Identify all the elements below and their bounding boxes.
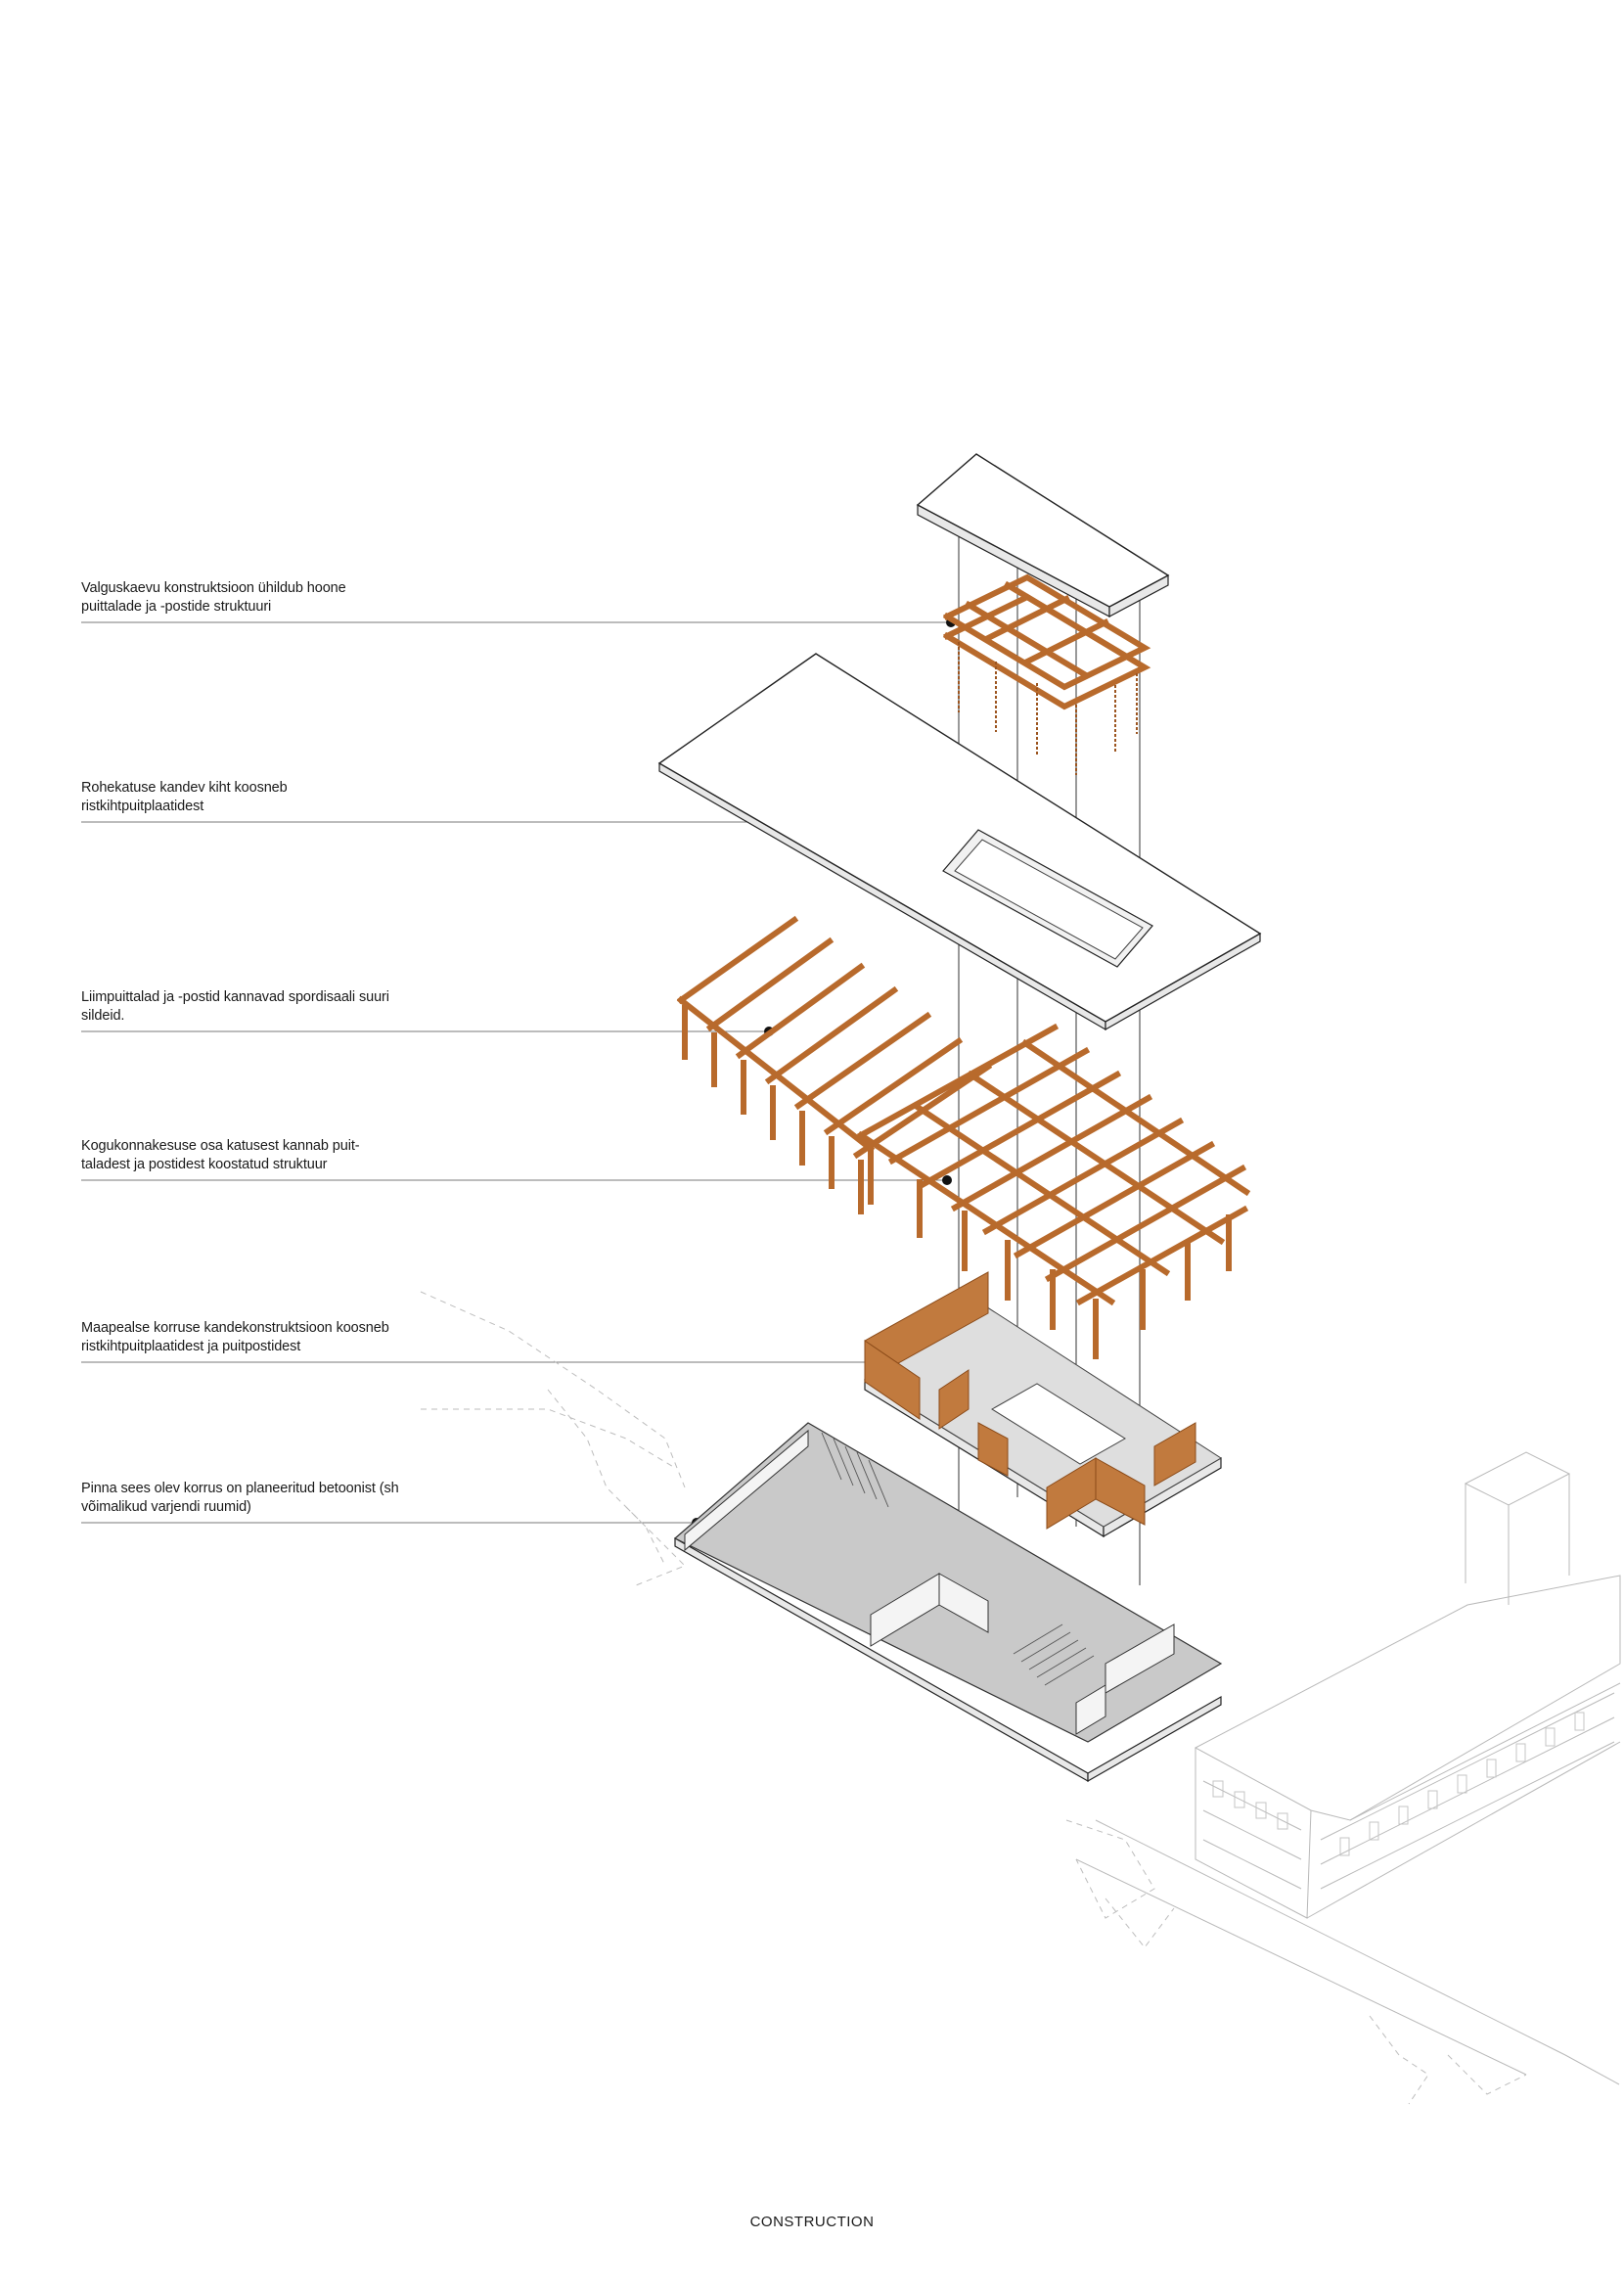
annotation-line: võimalikud varjendi ruumid)	[81, 1499, 251, 1515]
annotation-line: ristkihtpuitplaatidest	[81, 799, 204, 814]
annotation-glulam-beams: Liimpuittalad ja -postid kannavad spordi…	[81, 988, 433, 1026]
light-well-timber-frame	[942, 573, 1151, 775]
annotation-ground-floor: Maapealse korruse kandekonstruktsioon ko…	[81, 1319, 433, 1356]
annotation-line: Kogukonnakesuse osa katusest kannab puit…	[81, 1138, 360, 1154]
stairs	[821, 1432, 1095, 1686]
glulam-beams	[676, 915, 993, 1214]
annotation-community-roof: Kogukonnakesuse osa katusest kannab puit…	[81, 1137, 433, 1174]
annotation-line: Rohekatuse kandev kiht koosneb	[81, 780, 288, 796]
context-terrain	[420, 1291, 1620, 2105]
community-roof-timber-grid	[856, 1023, 1251, 1359]
underground-rooms	[870, 1573, 1175, 1735]
page-caption: CONSTRUCTION	[749, 2214, 875, 2230]
clt-walls	[864, 1271, 1196, 1530]
annotation-line: taladest ja postidest koostatud struktuu…	[81, 1157, 328, 1172]
annotation-line: Liimpuittalad ja -postid kannavad spordi…	[81, 989, 389, 1005]
annotation-light-well: Valguskaevu konstruktsioon ühildub hoone…	[81, 579, 433, 617]
green-roof-clt-plate	[657, 653, 1262, 1031]
annotation-line: puittalade ja -postide struktuuri	[81, 599, 272, 615]
light-well-roof-plate	[916, 453, 1170, 617]
annotation-underground-floor: Pinna sees olev korrus on planeeritud be…	[81, 1480, 433, 1517]
annotation-line: ristkihtpuitplaatidest ja puitpostidest	[81, 1339, 301, 1354]
ground-floor-slab	[864, 1271, 1222, 1538]
underground-concrete-floor	[673, 1422, 1223, 1783]
facade-windows	[1212, 1712, 1585, 1856]
context-historic-building	[1194, 1451, 1621, 1919]
annotation-line: sildeid.	[81, 1008, 125, 1024]
annotation-line: Valguskaevu konstruktsioon ühildub hoone	[81, 580, 346, 596]
annotation-line: Pinna sees olev korrus on planeeritud be…	[81, 1481, 399, 1496]
annotation-line: Maapealse korruse kandekonstruktsioon ko…	[81, 1320, 389, 1336]
annotation-green-roof: Rohekatuse kandev kiht koosneb ristkihtp…	[81, 779, 433, 816]
